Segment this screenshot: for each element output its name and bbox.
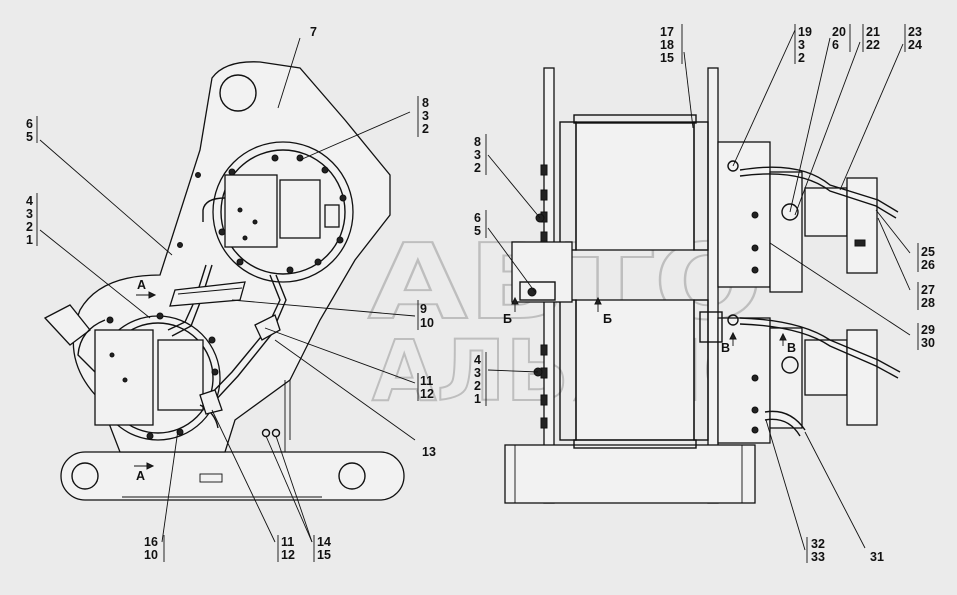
base-hole-right [338, 462, 366, 490]
label-10b: 10 [144, 548, 158, 562]
section-b-v-marks: Б Б В В [503, 296, 796, 355]
label-3rr: 3 [474, 366, 481, 380]
label-10: 10 [420, 316, 434, 330]
lower-motor [739, 317, 901, 437]
label-11: 11 [420, 374, 433, 388]
hoses-left [167, 264, 287, 438]
label-3b: 3 [422, 109, 429, 123]
watermark-line2: АЛЬЯНС [372, 322, 764, 420]
label-9: 9 [420, 302, 427, 316]
label-6s: 6 [832, 38, 839, 52]
label-32: 32 [811, 537, 825, 551]
label-2: 2 [26, 220, 33, 234]
label-26: 26 [921, 258, 935, 272]
base-plate [60, 451, 405, 501]
lower-drive [77, 312, 221, 441]
base-frame [504, 444, 756, 504]
right-side-plate [707, 67, 719, 504]
lower-drum [575, 299, 695, 441]
label-24: 24 [908, 38, 922, 52]
section-v-left: В [721, 341, 730, 355]
section-a-bottom: А [136, 469, 145, 483]
label-14: 14 [317, 535, 331, 549]
label-4r: 4 [474, 353, 481, 367]
label-2rr: 2 [474, 379, 481, 393]
label-3: 3 [26, 207, 33, 221]
middle-block [511, 241, 573, 303]
label-5r: 5 [474, 224, 481, 238]
callout-labels: 7 6 5 4 3 2 1 8 3 2 9 10 11 12 13 16 10 … [26, 24, 935, 564]
right-front-view: Б Б В В [487, 29, 911, 551]
label-4: 4 [26, 194, 33, 208]
label-6: 6 [26, 117, 33, 131]
label-6r: 6 [474, 211, 481, 225]
label-3s: 3 [798, 38, 805, 52]
label-17: 17 [660, 25, 674, 39]
label-28: 28 [921, 296, 935, 310]
label-15: 15 [317, 548, 331, 562]
label-31: 31 [870, 550, 884, 564]
lower-gearbox [717, 317, 771, 444]
label-12: 12 [420, 387, 434, 401]
label-15r: 15 [660, 51, 674, 65]
label-25: 25 [921, 245, 935, 259]
section-a-top: А [137, 278, 146, 292]
upper-motor [739, 166, 899, 293]
label-22: 22 [866, 38, 880, 52]
label-2s: 2 [798, 51, 805, 65]
section-b-left: Б [503, 312, 512, 326]
label-3r: 3 [474, 148, 481, 162]
label-2r: 2 [474, 161, 481, 175]
label-11b: 11 [281, 535, 294, 549]
label-29: 29 [921, 323, 935, 337]
leaders-right [487, 29, 911, 551]
left-side-view: А А [39, 37, 416, 543]
section-v-right: В [787, 341, 796, 355]
label-13: 13 [422, 445, 436, 459]
label-8r: 8 [474, 135, 481, 149]
label-2b: 2 [422, 122, 429, 136]
section-b-right: Б [603, 312, 612, 326]
label-1: 1 [26, 233, 33, 247]
leaders-left [39, 37, 416, 543]
label-23: 23 [908, 25, 922, 39]
label-18: 18 [660, 38, 674, 52]
label-30: 30 [921, 336, 935, 350]
label-1r: 1 [474, 392, 481, 406]
lifting-eye [219, 74, 257, 112]
label-27: 27 [921, 283, 935, 297]
label-33: 33 [811, 550, 825, 564]
label-21: 21 [866, 25, 880, 39]
label-8: 8 [422, 96, 429, 110]
label-5: 5 [26, 130, 33, 144]
label-20: 20 [832, 25, 846, 39]
upper-drive [202, 141, 354, 283]
label-12b: 12 [281, 548, 295, 562]
upper-gearbox [717, 141, 771, 288]
label-16: 16 [144, 535, 158, 549]
label-7: 7 [310, 25, 317, 39]
upper-drum [575, 121, 695, 251]
base-hole-left [71, 462, 99, 490]
label-19: 19 [798, 25, 812, 39]
section-a-marks: А А [134, 278, 157, 483]
